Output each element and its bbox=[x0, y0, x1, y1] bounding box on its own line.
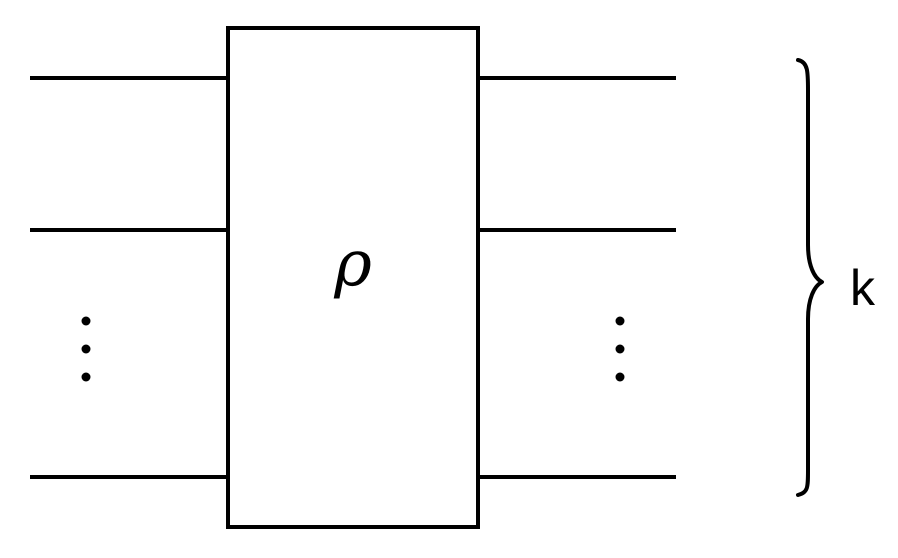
state-box-label: ρ bbox=[333, 227, 372, 301]
ellipsis-dot bbox=[81, 316, 91, 326]
ellipsis-dot bbox=[81, 344, 91, 354]
right-curly-brace bbox=[796, 58, 824, 497]
ellipsis-dot bbox=[615, 372, 625, 382]
ellipsis-dot bbox=[615, 344, 625, 354]
left-vertical-ellipsis bbox=[81, 316, 91, 382]
ellipsis-dot bbox=[615, 316, 625, 326]
brace-label: k bbox=[850, 260, 876, 316]
state-box bbox=[226, 26, 480, 529]
right-vertical-ellipsis bbox=[615, 316, 625, 382]
ellipsis-dot bbox=[81, 372, 91, 382]
